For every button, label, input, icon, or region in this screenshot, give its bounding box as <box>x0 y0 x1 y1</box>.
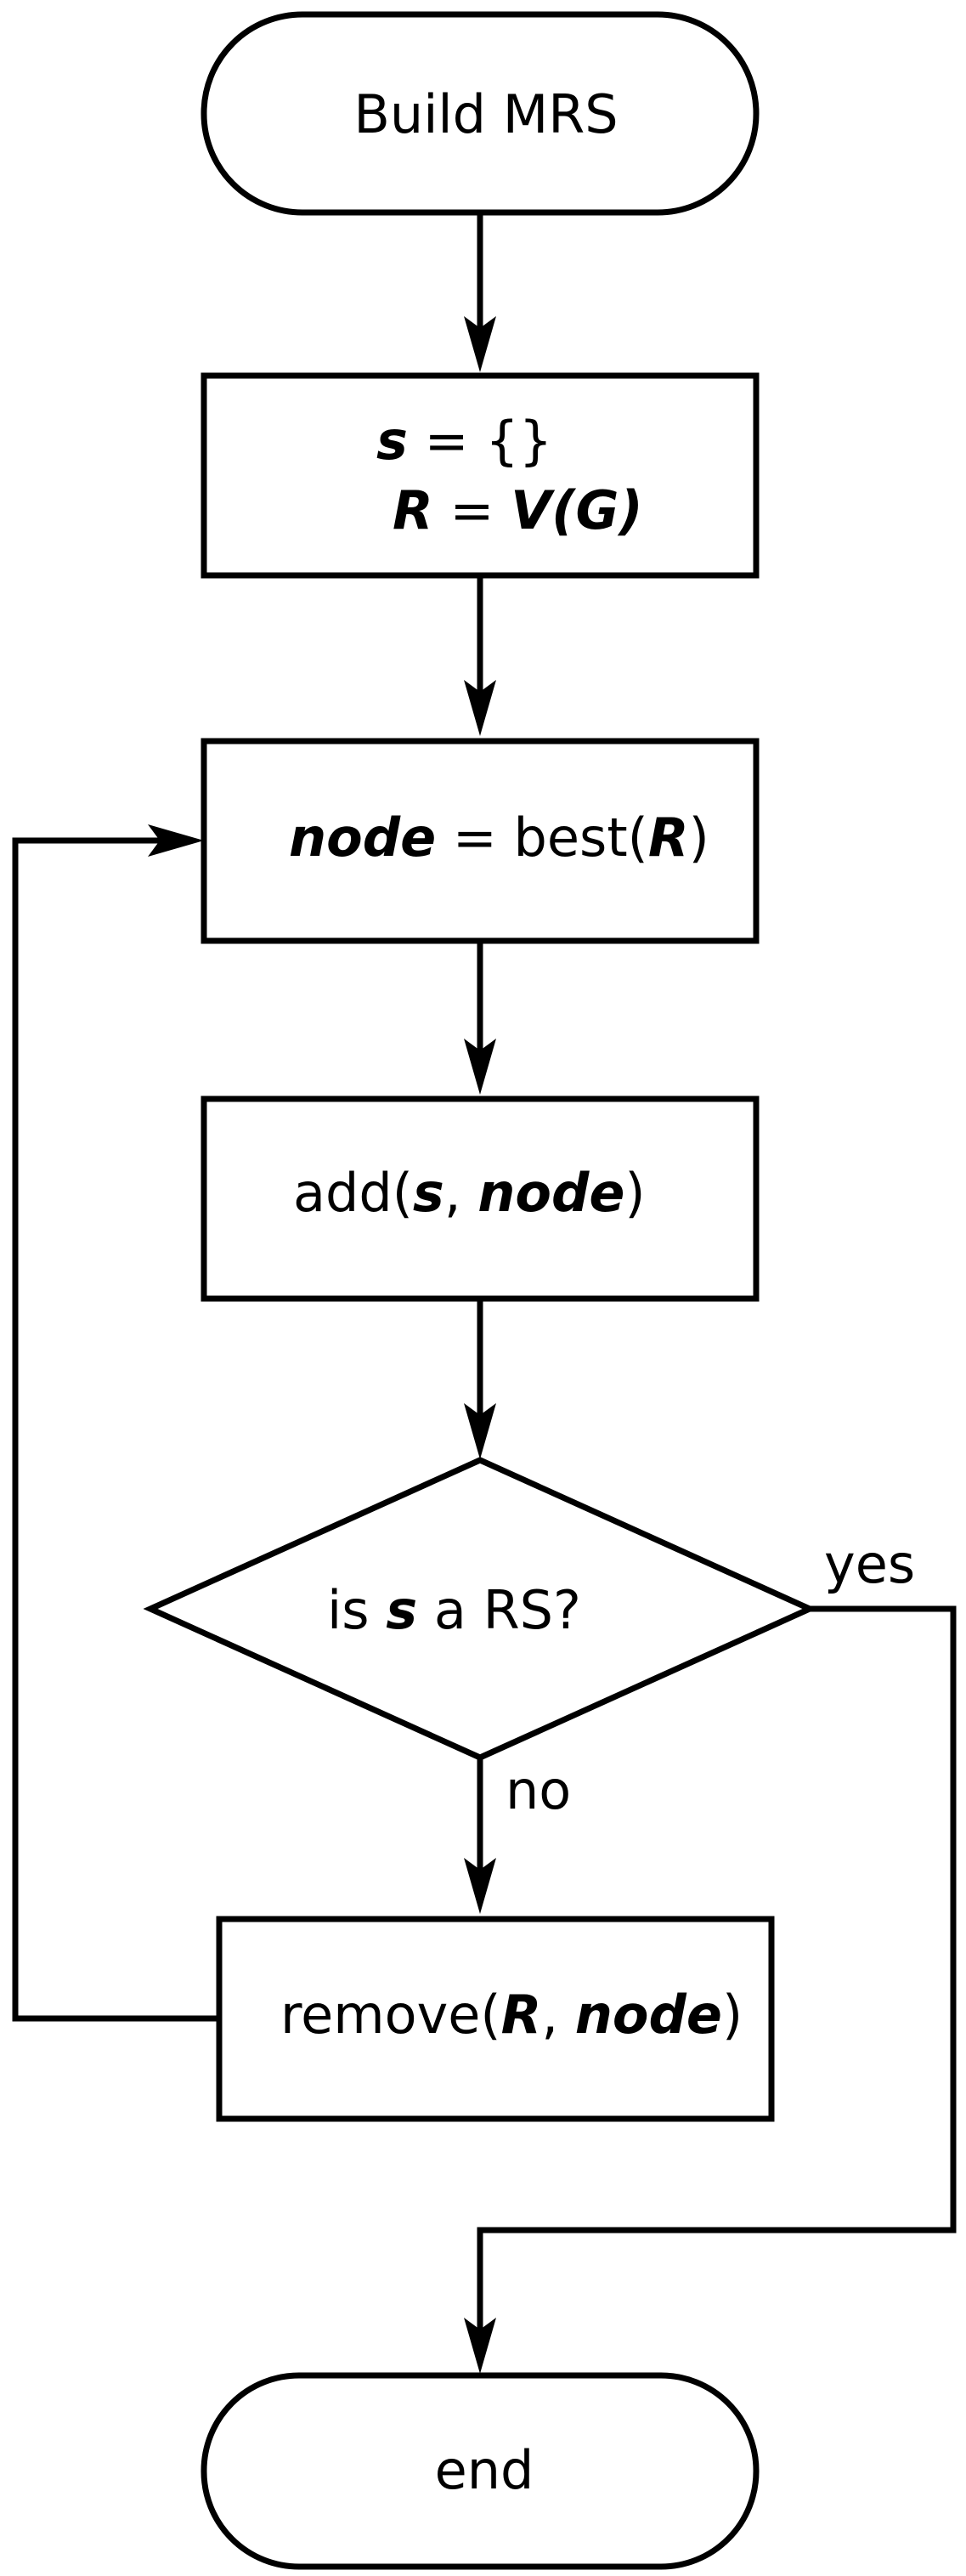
init-eq: = <box>433 479 511 541</box>
select-arg-r: R <box>648 807 689 869</box>
add-arg-node: node <box>477 1162 624 1224</box>
add-sep: , <box>444 1162 477 1224</box>
select-var-node: node <box>289 807 436 869</box>
init-var-s: s <box>376 410 408 472</box>
remove-sep: , <box>541 1984 574 2046</box>
select-label: node = best(R) <box>289 807 709 869</box>
end-terminator <box>201 2372 760 2570</box>
decision-var-s: s <box>386 1579 417 1641</box>
init-process-box <box>201 372 760 579</box>
add-label: add(s, node) <box>293 1162 646 1224</box>
remove-label: remove(R, node) <box>280 1984 743 2046</box>
decision-is: is <box>327 1579 386 1641</box>
arrow-select-to-add <box>464 941 496 1095</box>
arrow-add-to-decision <box>464 1299 496 1459</box>
decision-label: is s a RS? <box>327 1579 581 1641</box>
start-label: Build MRS <box>353 83 618 145</box>
init-line-2: R = V(G) <box>393 479 643 541</box>
remove-arg-r: R <box>501 1984 542 2046</box>
select-best: = best( <box>436 807 648 869</box>
decision-rs: a RS? <box>417 1579 581 1641</box>
select-close: ) <box>689 807 709 869</box>
init-var-r: R <box>393 479 433 541</box>
init-vg: V(G) <box>511 479 643 541</box>
remove-close: ) <box>722 1984 743 2046</box>
add-box <box>201 1096 760 1302</box>
yes-label: yes <box>824 1533 915 1595</box>
arrow-init-to-select <box>464 575 496 736</box>
arrow-decision-yes-to-end <box>464 1605 957 2374</box>
select-node-box <box>201 738 760 944</box>
arrow-decision-to-remove <box>464 1758 496 1914</box>
arrow-loop-remove-to-select <box>12 824 219 2022</box>
add-fn: add( <box>293 1162 413 1224</box>
init-assign-empty: = {} <box>408 410 552 472</box>
init-line-1: s = {} <box>376 410 552 472</box>
add-arg-s: s <box>413 1162 444 1224</box>
remove-box <box>216 1916 775 2122</box>
no-label: no <box>506 1759 571 1821</box>
add-close: ) <box>624 1162 645 1224</box>
remove-fn: remove( <box>280 1984 501 2046</box>
end-label: end <box>435 2439 534 2501</box>
remove-arg-node: node <box>575 1984 722 2046</box>
arrow-start-to-init <box>464 212 496 372</box>
